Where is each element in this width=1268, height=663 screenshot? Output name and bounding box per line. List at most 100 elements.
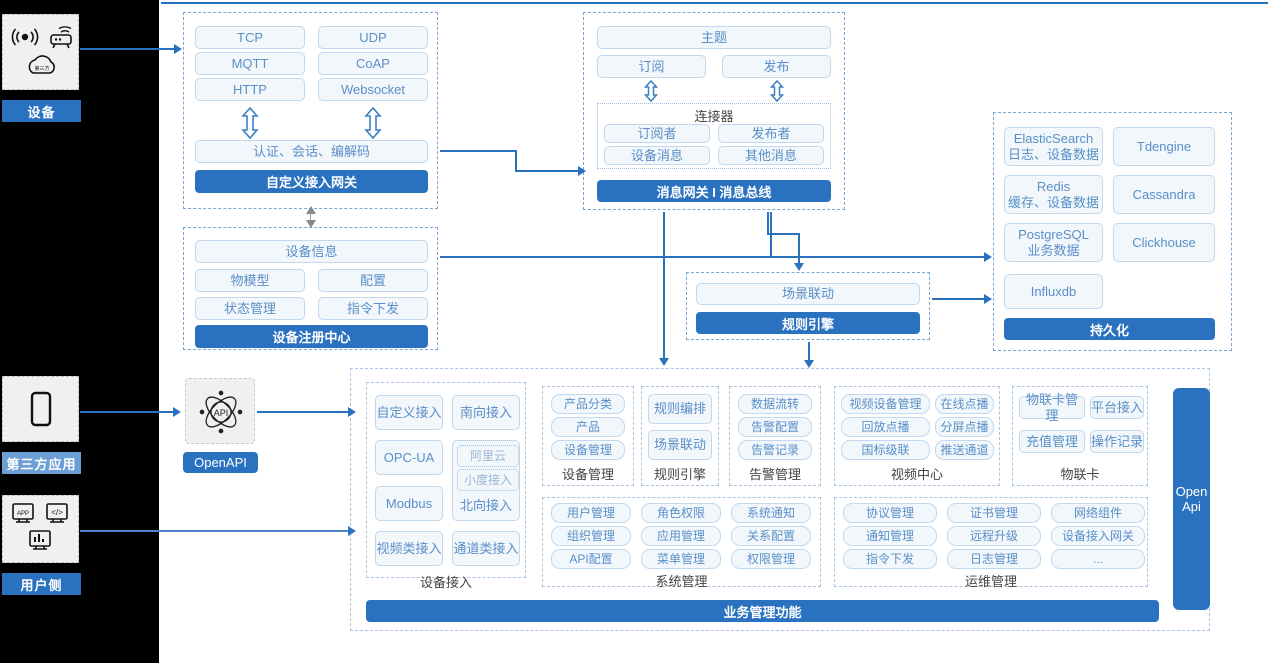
conn-gw-registry-line xyxy=(310,211,311,226)
svg-text:APP: APP xyxy=(16,511,28,517)
chip-push-channel[interactable]: 推送通道 xyxy=(935,440,994,460)
chip-command-dispatch[interactable]: 指令下发 xyxy=(843,549,937,569)
chip-publish[interactable]: 发布 xyxy=(722,55,831,78)
chip-xiaodu-access[interactable]: 小度接入 xyxy=(457,469,519,491)
chip-playback-vod[interactable]: 回放点播 xyxy=(841,417,930,437)
chip-publisher[interactable]: 发布者 xyxy=(718,124,824,143)
chip-device-mgmt[interactable]: 设备管理 xyxy=(551,440,625,460)
chip-mqtt[interactable]: MQTT xyxy=(195,52,305,75)
chip-aliyun[interactable]: 阿里云 xyxy=(457,445,519,467)
chip-redis[interactable]: Redis 缓存、设备数据 xyxy=(1004,175,1103,214)
mobile-phone-icon xyxy=(30,391,51,427)
chip-role-perm[interactable]: 角色权限 xyxy=(641,503,721,523)
chip-split-screen-vod[interactable]: 分屏点播 xyxy=(935,417,994,437)
gateway-right-double-arrow-icon xyxy=(364,106,382,140)
chip-subscriber[interactable]: 订阅者 xyxy=(604,124,710,143)
bar-device-registry-center[interactable]: 设备注册中心 xyxy=(195,325,428,348)
chip-websocket[interactable]: Websocket xyxy=(318,78,428,101)
chip-perm-mgmt[interactable]: 权限管理 xyxy=(731,549,811,569)
chip-config[interactable]: 配置 xyxy=(318,269,428,292)
chip-video-access[interactable]: 视频类接入 xyxy=(375,531,443,566)
chip-modbus[interactable]: Modbus xyxy=(375,486,443,521)
chip-state-mgmt[interactable]: 状态管理 xyxy=(195,297,305,320)
chip-recharge-mgmt[interactable]: 充值管理 xyxy=(1019,430,1085,453)
chip-online-vod[interactable]: 在线点播 xyxy=(935,394,994,414)
chip-video-device-mgmt[interactable]: 视频设备管理 xyxy=(841,394,930,414)
chip-elasticsearch[interactable]: ElasticSearch 日志、设备数据 xyxy=(1004,127,1103,166)
chip-redis-desc: 缓存、设备数据 xyxy=(1007,194,1099,210)
chip-topic[interactable]: 主题 xyxy=(597,26,831,49)
chip-data-flow[interactable]: 数据流转 xyxy=(738,394,812,414)
alarm-mgmt-group xyxy=(729,386,821,486)
bar-message-gateway-bus[interactable]: 消息网关 I 消息总线 xyxy=(597,180,831,202)
svg-text:第三方: 第三方 xyxy=(34,65,49,72)
chip-platform-access[interactable]: 平台接入 xyxy=(1090,396,1144,419)
gateway-left-double-arrow-icon xyxy=(241,106,259,140)
chip-rule-orchestration[interactable]: 规则编排 xyxy=(648,394,712,424)
chip-thing-model[interactable]: 物模型 xyxy=(195,269,305,292)
bar-persistence[interactable]: 持久化 xyxy=(1004,318,1215,340)
chip-northbound-access[interactable]: 阿里云 小度接入 北向接入 xyxy=(452,440,520,521)
chip-protocol-mgmt[interactable]: 协议管理 xyxy=(843,503,937,523)
bar-open-api-vertical[interactable]: Open Api xyxy=(1173,388,1210,610)
actor-user-side-caption: 用户侧 xyxy=(2,573,81,595)
chip-log-mgmt[interactable]: 日志管理 xyxy=(947,549,1041,569)
chip-gb-cascade[interactable]: 国标级联 xyxy=(841,440,930,460)
chip-product[interactable]: 产品 xyxy=(551,417,625,437)
alarm-mgmt-label: 告警管理 xyxy=(748,467,801,482)
chip-tcp[interactable]: TCP xyxy=(195,26,305,49)
chip-custom-access[interactable]: 自定义接入 xyxy=(375,395,443,430)
bar-business-management[interactable]: 业务管理功能 xyxy=(366,600,1159,622)
chip-influxdb[interactable]: Influxdb xyxy=(1004,274,1103,309)
conn-bus-rules-v1 xyxy=(767,212,769,234)
conn-gw-bus-h1 xyxy=(440,150,516,152)
chip-cert-mgmt[interactable]: 证书管理 xyxy=(947,503,1041,523)
chip-alarm-config[interactable]: 告警配置 xyxy=(738,417,812,437)
chip-alarm-record[interactable]: 告警记录 xyxy=(738,440,812,460)
chip-more[interactable]: ... xyxy=(1051,549,1145,569)
chip-other-message[interactable]: 其他消息 xyxy=(718,146,824,165)
chip-scene-linkage[interactable]: 场景联动 xyxy=(696,283,920,305)
chip-device-info[interactable]: 设备信息 xyxy=(195,240,428,263)
bar-rules-engine[interactable]: 规则引擎 xyxy=(696,312,920,334)
chip-coap[interactable]: CoAP xyxy=(318,52,428,75)
code-window-icon: </> xyxy=(45,503,68,523)
chip-clickhouse[interactable]: Clickhouse xyxy=(1113,223,1215,262)
chip-channel-access[interactable]: 通道类接入 xyxy=(452,531,520,566)
chip-auth-session-codec[interactable]: 认证、会话、编解码 xyxy=(195,140,428,163)
chip-system-notice[interactable]: 系统通知 xyxy=(731,503,811,523)
chip-postgresql[interactable]: PostgreSQL 业务数据 xyxy=(1004,223,1103,262)
ops-mgmt-label: 运维管理 xyxy=(964,574,1017,589)
chip-menu-mgmt[interactable]: 菜单管理 xyxy=(641,549,721,569)
conn-gw-registry-arrow-up xyxy=(306,206,316,214)
iot-card-group xyxy=(1012,386,1148,486)
chip-http[interactable]: HTTP xyxy=(195,78,305,101)
conn-thirdparty-openapi-arrow xyxy=(173,407,181,417)
chip-user-mgmt[interactable]: 用户管理 xyxy=(551,503,631,523)
chip-opc-ua[interactable]: OPC-UA xyxy=(375,440,443,475)
chip-app-mgmt[interactable]: 应用管理 xyxy=(641,526,721,546)
chip-device-message[interactable]: 设备消息 xyxy=(604,146,710,165)
chip-relation-config[interactable]: 关系配置 xyxy=(731,526,811,546)
chip-subscribe[interactable]: 订阅 xyxy=(597,55,706,78)
bar-custom-access-gateway[interactable]: 自定义接入网关 xyxy=(195,170,428,193)
chip-command-issue[interactable]: 指令下发 xyxy=(318,297,428,320)
chip-api-config[interactable]: API配置 xyxy=(551,549,631,569)
chip-device-access-gateway[interactable]: 设备接入网关 xyxy=(1051,526,1145,546)
chip-org-mgmt[interactable]: 组织管理 xyxy=(551,526,631,546)
chip-udp[interactable]: UDP xyxy=(318,26,428,49)
chip-iot-card-mgmt[interactable]: 物联卡管理 xyxy=(1019,392,1085,423)
chip-scene-linkage-b[interactable]: 场景联动 xyxy=(648,430,712,460)
chip-operation-log[interactable]: 操作记录 xyxy=(1090,430,1144,453)
chip-southbound-access[interactable]: 南向接入 xyxy=(452,395,520,430)
chip-cassandra[interactable]: Cassandra xyxy=(1113,175,1215,214)
openapi-label[interactable]: OpenAPI xyxy=(183,452,258,473)
chip-product-category[interactable]: 产品分类 xyxy=(551,394,625,414)
wifi-signal-icon xyxy=(11,28,38,46)
chip-network-component[interactable]: 网络组件 xyxy=(1051,503,1145,523)
user-side-icons-svg: APP </> xyxy=(11,503,68,550)
chip-notice-mgmt[interactable]: 通知管理 xyxy=(843,526,937,546)
chip-tdengine[interactable]: Tdengine xyxy=(1113,127,1215,166)
connector-title: 连接器 xyxy=(694,109,734,124)
chip-remote-upgrade[interactable]: 远程升级 xyxy=(947,526,1041,546)
